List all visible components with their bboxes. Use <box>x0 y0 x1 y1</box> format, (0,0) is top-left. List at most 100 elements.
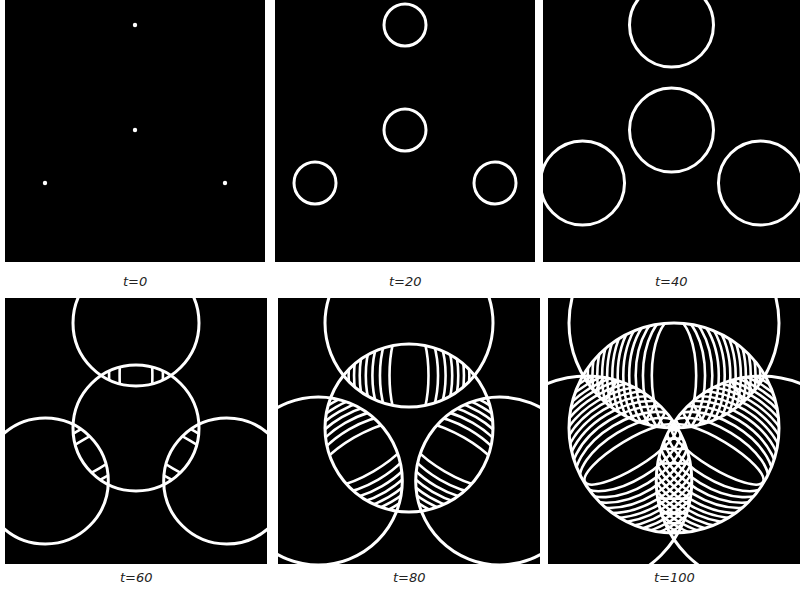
wavefront-circle <box>384 109 426 151</box>
interference-fringe <box>656 403 780 506</box>
panel-background <box>278 298 540 564</box>
interference-fringe <box>117 402 246 508</box>
time-label: t=80 <box>391 570 428 586</box>
interference-fringe <box>278 362 463 547</box>
panel-waves <box>543 0 800 225</box>
interference-fringe <box>610 352 800 556</box>
time-label: t=40 <box>653 274 690 290</box>
wavefront-circle <box>630 88 714 172</box>
panel-waves <box>294 4 516 204</box>
interference-fringe <box>380 316 438 436</box>
interference-fringe <box>548 359 732 551</box>
interference-fringe <box>578 415 683 494</box>
lens-group <box>117 402 246 508</box>
interference-fringe <box>367 376 540 534</box>
panel-background <box>543 0 800 262</box>
interference-fringe <box>372 312 445 440</box>
interference-fringe <box>616 359 800 551</box>
panel-waves <box>548 298 800 564</box>
interference-fringe <box>629 307 719 445</box>
interference-fringe <box>622 365 800 544</box>
interference-fringe <box>278 376 451 534</box>
wavefront-circle <box>384 4 426 46</box>
point-source <box>43 181 47 185</box>
interference-fringe <box>665 415 770 494</box>
wavefront-circle <box>5 418 108 544</box>
interference-fringe <box>592 334 800 564</box>
interference-fringe <box>290 391 437 519</box>
panel-background <box>5 298 267 564</box>
interference-fringe <box>604 346 800 563</box>
wavefront-circle <box>416 397 540 564</box>
panel-background <box>5 0 265 262</box>
interference-fringe <box>109 317 163 435</box>
interference-fringe <box>374 383 535 526</box>
interference-fringe <box>297 399 430 510</box>
wavefront-circle <box>656 376 800 564</box>
interference-fringe <box>581 449 767 513</box>
lens-group <box>573 430 775 532</box>
wavefront-circle <box>325 298 493 407</box>
wavefront-circle <box>73 298 199 386</box>
lens-group <box>586 328 800 564</box>
interference-fringe <box>26 402 155 508</box>
lens-group <box>26 402 155 508</box>
interference-fringe <box>355 362 540 547</box>
panel-waves <box>43 23 227 185</box>
wavefront-circle <box>474 162 516 204</box>
wavefront-circle <box>164 418 267 544</box>
interference-fringe <box>635 379 800 530</box>
panel-background <box>548 298 800 564</box>
interference-fringe <box>652 319 696 433</box>
interference-fringe <box>548 379 713 530</box>
interference-fringe <box>381 391 528 519</box>
lens-group <box>355 362 540 547</box>
wavefront-circle <box>543 141 625 225</box>
interference-fringe <box>548 340 750 564</box>
point-source <box>223 181 227 185</box>
wavefront-circle <box>294 162 336 204</box>
interference-fringe <box>35 413 146 497</box>
interference-fringe <box>390 320 429 432</box>
lens-group <box>109 317 163 435</box>
interference-fringe <box>388 399 521 510</box>
interference-fringe <box>648 394 787 514</box>
time-label: t=100 <box>652 570 697 586</box>
interference-fringe <box>396 409 512 499</box>
wavefront-circle <box>278 397 402 564</box>
interference-fringe <box>568 403 692 506</box>
wavefront-circle <box>569 298 779 428</box>
interference-fringe <box>548 352 738 556</box>
panel-waves <box>5 298 267 544</box>
interference-fringe <box>548 334 756 564</box>
interference-fringe <box>120 321 153 431</box>
wavefront-circle <box>718 141 800 225</box>
interference-fringe <box>628 372 800 537</box>
panel-background <box>275 0 535 262</box>
lens-group <box>586 328 800 564</box>
interference-fringe <box>585 463 763 498</box>
interference-fringe <box>548 346 744 563</box>
panel-waves <box>278 298 540 564</box>
lens-group <box>278 362 463 547</box>
interference-fringe <box>126 413 237 497</box>
wavefront-circle <box>630 0 714 67</box>
lens-group <box>109 317 163 435</box>
interference-fringe <box>360 304 459 448</box>
time-label: t=0 <box>121 274 149 290</box>
interference-fringe <box>577 439 771 524</box>
interference-fringe <box>641 386 794 522</box>
lens-group <box>355 362 540 547</box>
time-label: t=60 <box>118 570 155 586</box>
interference-fringe <box>573 430 775 532</box>
interference-fringe <box>612 298 735 457</box>
interference-fringe <box>361 369 540 541</box>
interference-fringe <box>598 340 800 564</box>
interference-fringe <box>586 328 800 564</box>
interference-fringe <box>278 369 457 541</box>
lens-group <box>573 430 775 532</box>
interference-fringe <box>306 409 422 499</box>
lens-group <box>26 402 155 508</box>
point-source <box>133 23 137 27</box>
